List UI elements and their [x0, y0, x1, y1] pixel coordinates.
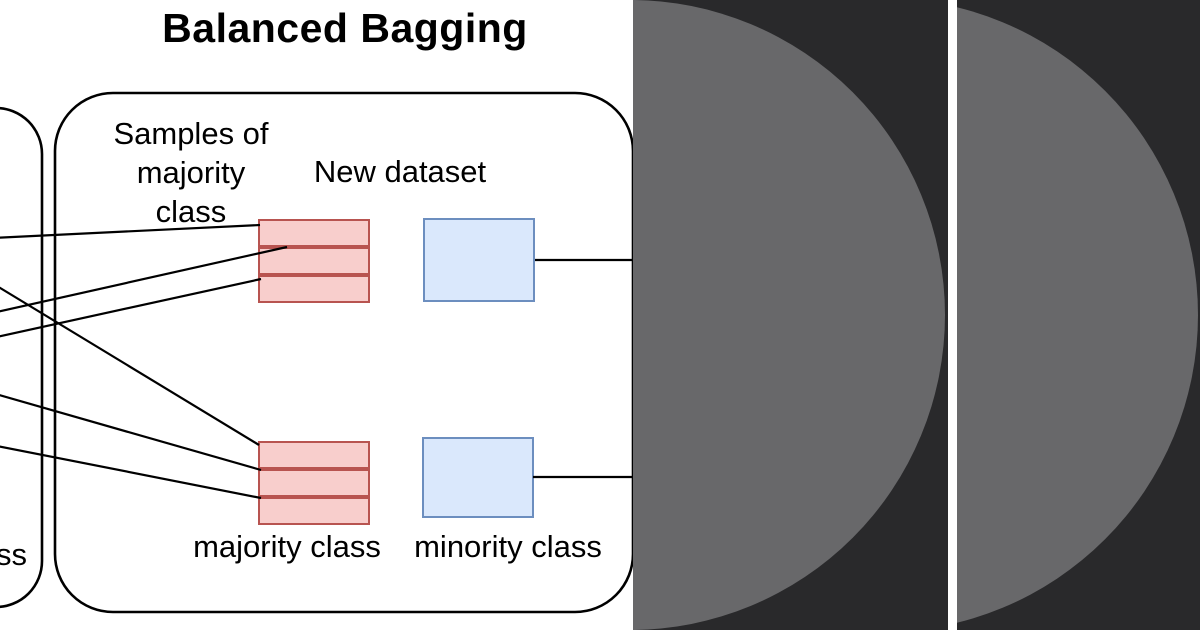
source-dataset-container [0, 106, 44, 609]
majority-sample-row [258, 469, 370, 497]
sample-line-3 [0, 277, 262, 338]
minority-class-box-2 [422, 437, 534, 518]
sample-line-1 [0, 223, 261, 239]
card-title: Balanced Bagging [162, 5, 528, 51]
majority-sample-row [258, 441, 370, 469]
dark-panel-right [957, 0, 1200, 630]
majority-sample-stack-1 [258, 219, 370, 303]
majority-sample-stack-2 [258, 441, 370, 525]
new-dataset-label: New dataset [313, 154, 487, 189]
sample-line-4 [0, 286, 260, 446]
minority-class-label: minority class [414, 529, 602, 564]
cropped-left-class-label: ss [0, 537, 27, 572]
minority-class-box-1 [423, 218, 535, 302]
decorative-circle-right [957, 0, 1198, 630]
majority-sample-row [258, 275, 370, 303]
majority-sample-row [258, 219, 370, 247]
samples-of-majority-class-label: Samples of majority class [113, 116, 269, 229]
sample-line-5 [0, 394, 262, 472]
majority-class-label: majority class [193, 529, 381, 564]
decorative-circle-left [633, 0, 945, 630]
sample-line-6 [0, 445, 262, 500]
majority-sample-row [258, 497, 370, 525]
sample-line-2 [0, 245, 288, 313]
dark-panel-left [633, 0, 948, 630]
majority-sample-row [258, 247, 370, 275]
